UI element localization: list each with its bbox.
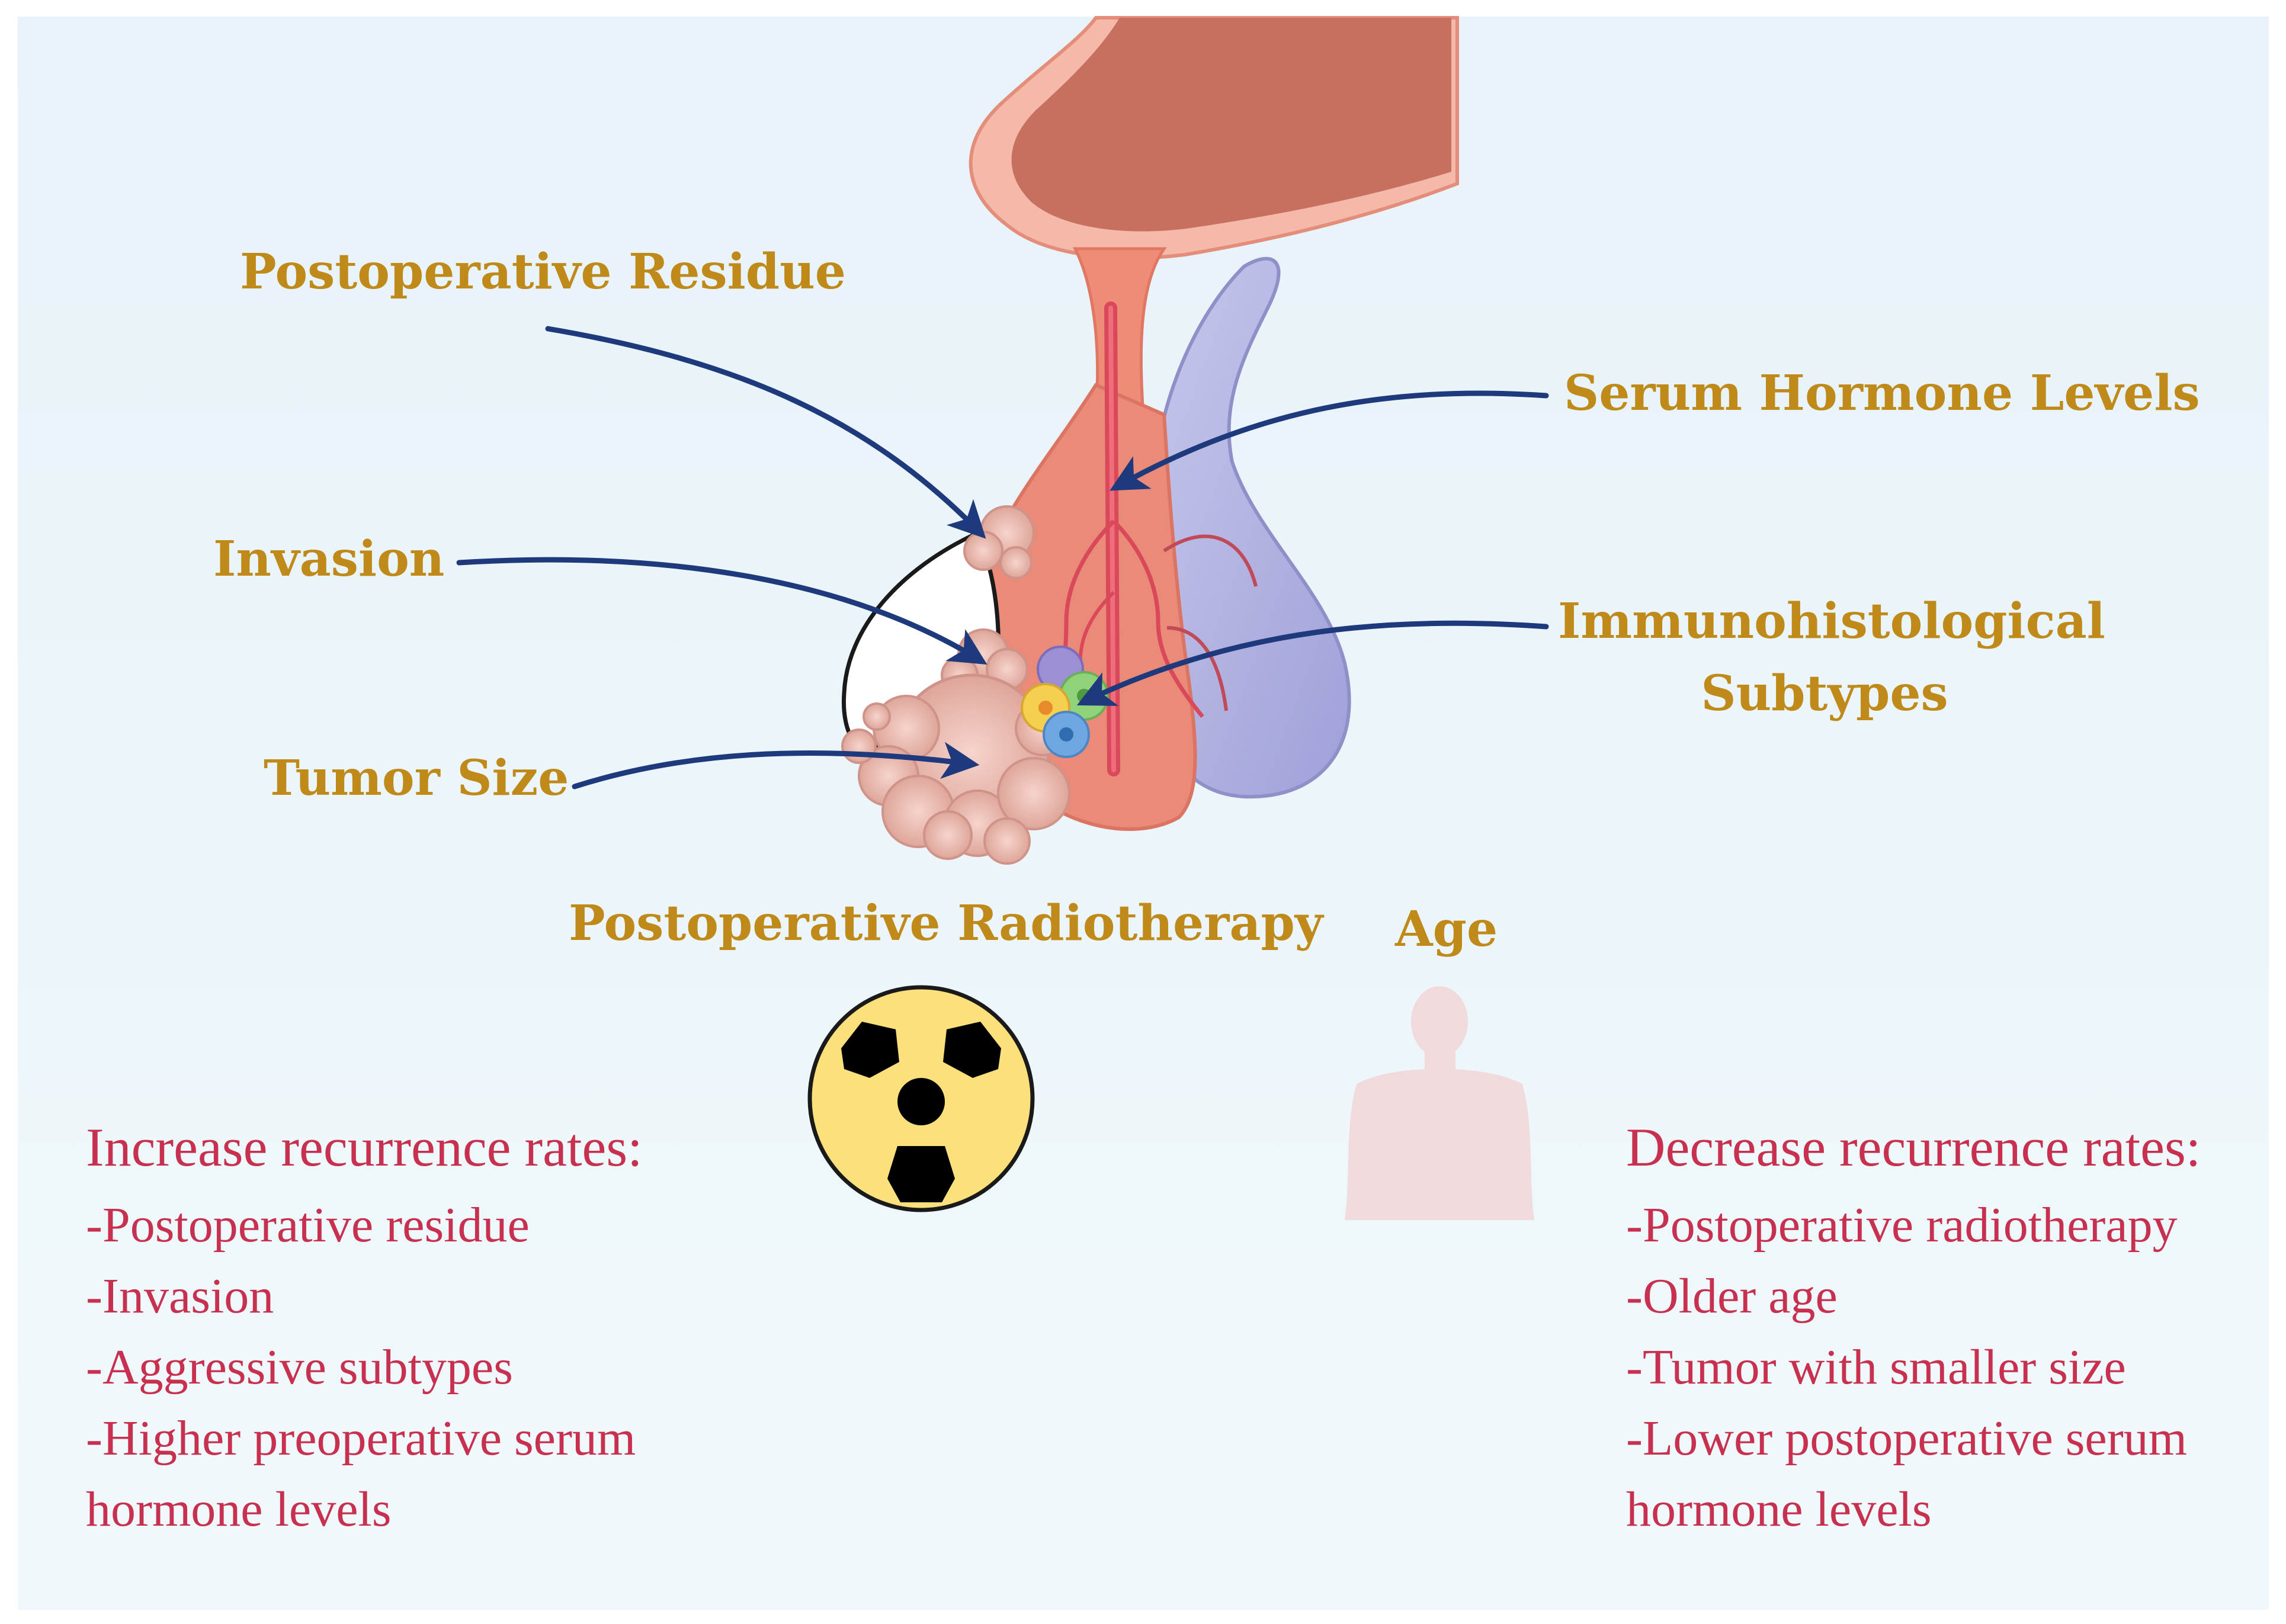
radiation-icon <box>807 985 1035 1212</box>
decrease-item: -Lower postoperative serum <box>1626 1411 2188 1466</box>
arrow-postoperative-residue <box>545 326 986 539</box>
arrow-immunohistological <box>1076 620 1549 706</box>
label-immunohistological-line1: Immunohistological <box>1558 593 2105 650</box>
label-postoperative-residue: Postoperative Residue <box>240 243 846 300</box>
pituitary-stalk <box>1072 247 1167 416</box>
increase-item: hormone levels <box>86 1482 392 1537</box>
label-age: Age <box>1395 901 1498 958</box>
decrease-item: hormone levels <box>1626 1482 1932 1537</box>
arrow-serum-hormone-levels <box>1110 390 1549 491</box>
decrease-item: -Older age <box>1626 1269 1838 1324</box>
increase-title: Increase recurrence rates: <box>86 1117 643 1177</box>
label-postoperative-radiotherapy: Postoperative Radiotherapy <box>569 895 1323 952</box>
arrow-tumor-size <box>572 742 980 789</box>
label-serum-hormone-levels: Serum Hormone Levels <box>1564 365 2200 422</box>
hypothalamus-tissue <box>969 16 1459 260</box>
increase-item: -Higher preoperative serum <box>86 1411 636 1466</box>
decrease-recurrence-list: Decrease recurrence rates: -Postoperativ… <box>1626 1113 2201 1545</box>
decrease-item: -Postoperative radiotherapy <box>1626 1198 2178 1253</box>
label-tumor-size: Tumor Size <box>264 750 569 807</box>
label-invasion: Invasion <box>213 531 445 588</box>
decrease-title: Decrease recurrence rates: <box>1626 1117 2201 1177</box>
arrow-invasion <box>456 557 987 665</box>
arrows <box>456 326 1549 789</box>
decrease-item: -Tumor with smaller size <box>1626 1340 2126 1395</box>
increase-item: -Invasion <box>86 1269 274 1324</box>
person-silhouette-icon <box>1345 986 1534 1220</box>
label-immunohistological-subtypes: Immunohistological Subtypes <box>1558 592 2105 723</box>
increase-item: -Aggressive subtypes <box>86 1340 513 1395</box>
increase-item: -Postoperative residue <box>86 1198 530 1253</box>
label-immunohistological-line2: Subtypes <box>1701 665 1948 723</box>
increase-recurrence-list: Increase recurrence rates: -Postoperativ… <box>86 1113 643 1545</box>
